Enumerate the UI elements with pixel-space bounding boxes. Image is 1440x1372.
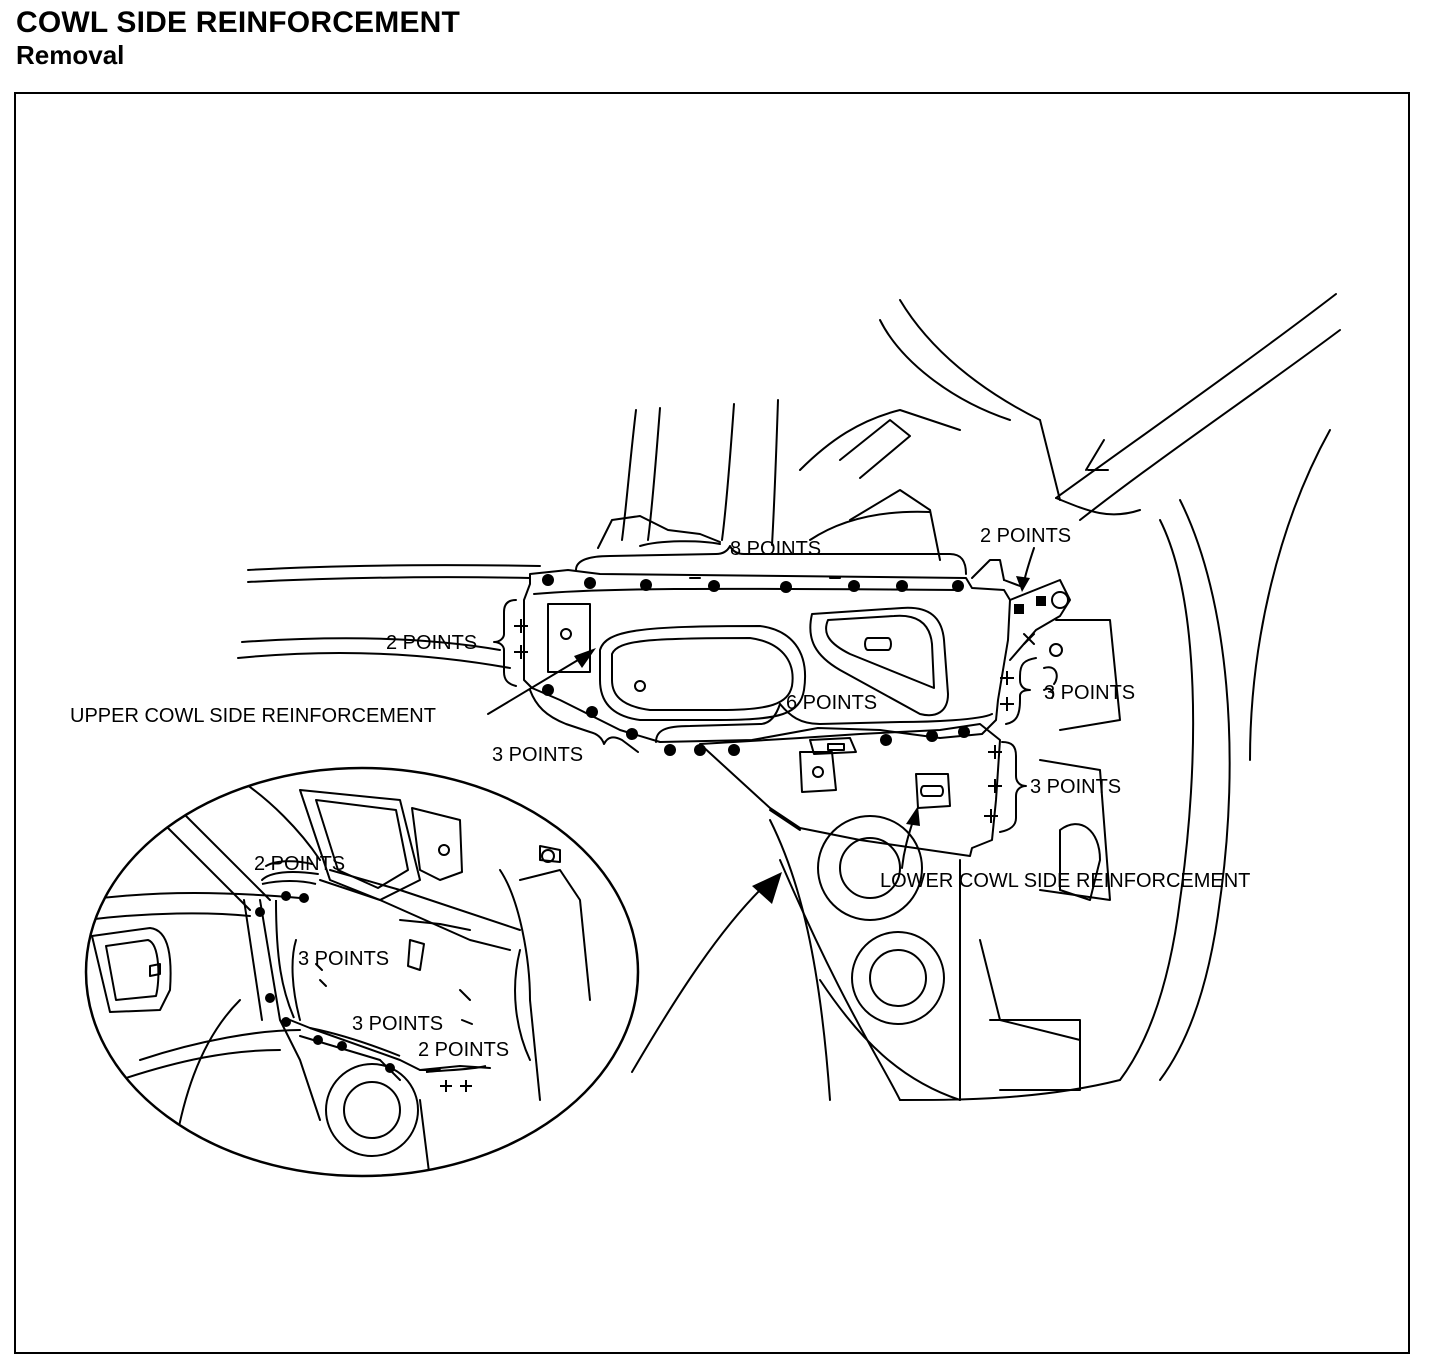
plus-mark-icon <box>988 745 1002 759</box>
square-spot-icon <box>1036 596 1046 606</box>
filled-dot-icon <box>708 580 720 592</box>
filled-dot-icon <box>586 706 598 718</box>
label-3-points-lower-left: 3 POINTS <box>492 744 583 766</box>
weld-spots <box>542 574 1046 756</box>
label-3-points-right-upper: 3 POINTS <box>1044 682 1135 704</box>
filled-dot-icon <box>640 579 652 591</box>
filled-dot-icon <box>255 907 265 917</box>
inset-label-2-points-top: 2 POINTS <box>254 853 345 875</box>
filled-dot-icon <box>848 580 860 592</box>
filled-dot-icon <box>780 581 792 593</box>
filled-dot-icon <box>584 577 596 589</box>
plus-mark-icon <box>984 809 998 823</box>
plus-mark-icon <box>1000 671 1014 685</box>
filled-dot-icon <box>880 734 892 746</box>
plus-mark-icon <box>988 779 1002 793</box>
filled-dot-icon <box>313 1035 323 1045</box>
label-2-points-top-right: 2 POINTS <box>980 525 1071 547</box>
filled-dot-icon <box>265 993 275 1003</box>
arrowhead-icon <box>1016 576 1030 592</box>
inset-label-2-points-bottom: 2 POINTS <box>418 1039 509 1061</box>
square-spot-icon <box>1014 604 1024 614</box>
plus-mark-icon <box>440 1080 452 1092</box>
filled-dot-icon <box>542 684 554 696</box>
label-3-points-right-lower: 3 POINTS <box>1030 776 1121 798</box>
filled-dot-icon <box>728 744 740 756</box>
body-structure-lines <box>237 293 1341 1101</box>
label-upper-cowl: UPPER COWL SIDE REINFORCEMENT <box>70 705 436 727</box>
arrowhead-icon <box>906 806 920 826</box>
leader-lines <box>487 547 1035 1073</box>
plus-mark-icon <box>514 619 528 633</box>
inset-labels: 2 POINTS 3 POINTS 3 POINTS 2 POINTS <box>254 853 509 1061</box>
filled-dot-icon <box>626 728 638 740</box>
right-bracket-area <box>971 559 1071 699</box>
arrowhead-icon <box>752 872 782 904</box>
filled-dot-icon <box>299 893 309 903</box>
filled-dot-icon <box>281 1017 291 1027</box>
filled-dot-icon <box>542 574 554 586</box>
label-8-points: 8 POINTS <box>730 538 821 560</box>
inset-label-3-points-middle: 3 POINTS <box>298 948 389 970</box>
bracket-braces <box>493 545 1037 833</box>
lower-cowl-side-reinforcement <box>699 723 1001 857</box>
inset-label-3-points-bottom: 3 POINTS <box>352 1013 443 1035</box>
filled-dot-icon <box>664 744 676 756</box>
page-subtitle: Removal <box>16 40 125 70</box>
arrowheads <box>574 576 1030 904</box>
label-2-points-left: 2 POINTS <box>386 632 477 654</box>
filled-dot-icon <box>694 744 706 756</box>
diagram-labels: 8 POINTS 2 POINTS 2 POINTS UPPER COWL SI… <box>70 525 1250 892</box>
filled-dot-icon <box>385 1063 395 1073</box>
filled-dot-icon <box>952 580 964 592</box>
plus-mark-icon <box>460 1080 472 1092</box>
plus-marks <box>514 619 1014 823</box>
filled-dot-icon <box>958 726 970 738</box>
label-lower-cowl: LOWER COWL SIDE REINFORCEMENT <box>880 870 1250 892</box>
filled-dot-icon <box>337 1041 347 1051</box>
filled-dot-icon <box>896 580 908 592</box>
filled-dot-icon <box>281 891 291 901</box>
filled-dot-icon <box>926 730 938 742</box>
upper-cowl-side-reinforcement <box>523 540 1011 743</box>
arrowhead-icon <box>574 648 596 668</box>
page-title: COWL SIDE REINFORCEMENT <box>16 6 461 39</box>
plus-mark-icon <box>1000 697 1014 711</box>
inset-detail <box>84 766 640 1178</box>
label-6-points: 6 POINTS <box>786 692 877 714</box>
figure-frame <box>14 92 1410 1354</box>
plus-mark-icon <box>514 645 528 659</box>
